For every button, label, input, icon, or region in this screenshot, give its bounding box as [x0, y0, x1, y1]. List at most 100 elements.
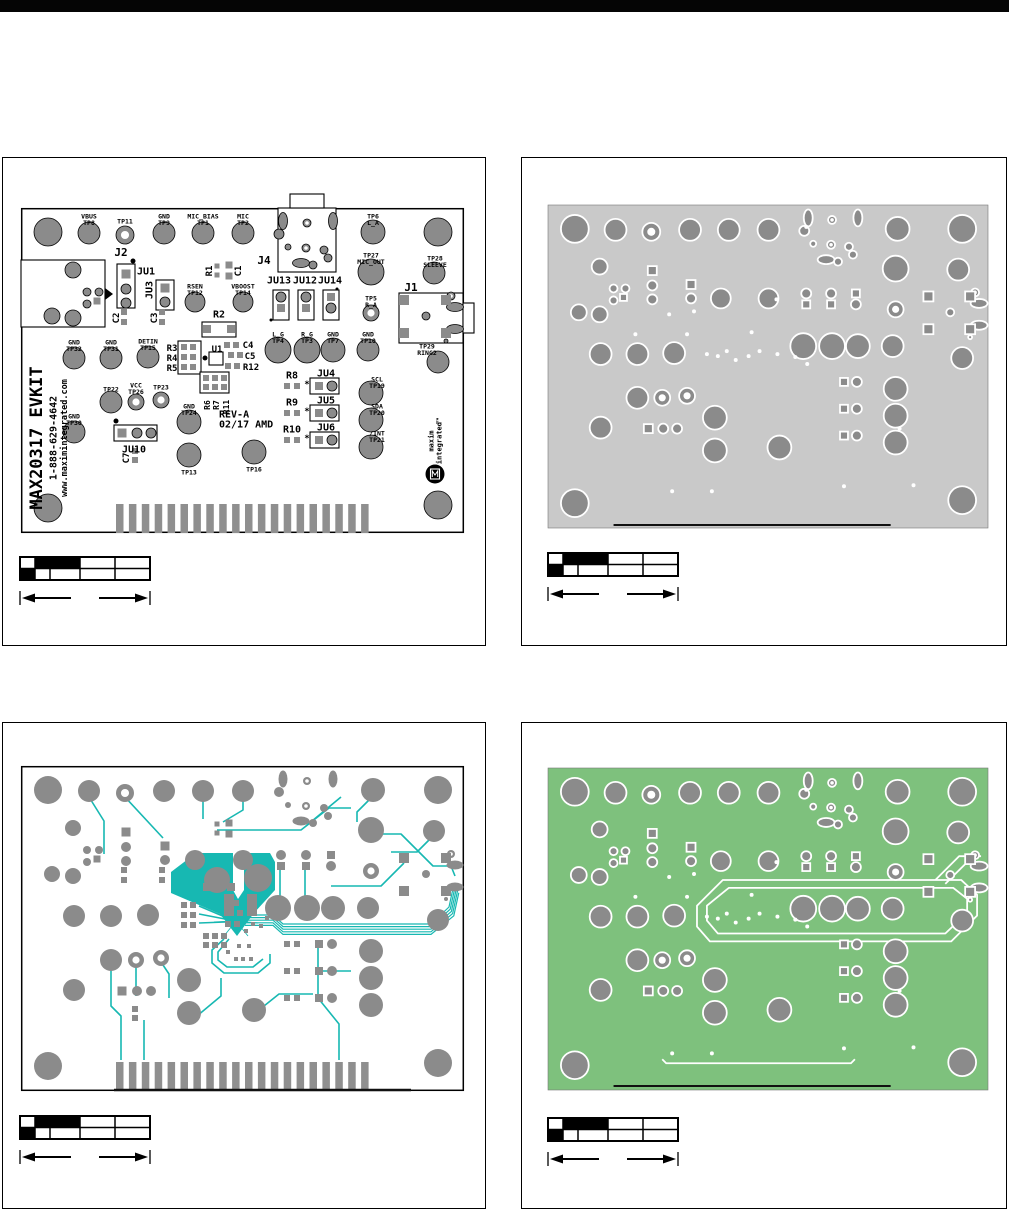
pad-square	[302, 862, 310, 870]
pour-smd-pad	[247, 894, 257, 916]
pad-square	[964, 323, 976, 336]
pad-square	[160, 283, 170, 293]
smd-pads-extra	[121, 819, 300, 1021]
edge-connector-finger	[193, 504, 201, 533]
edge-connector-finger	[245, 1062, 253, 1091]
pad-circle	[358, 380, 384, 406]
pad-circle	[625, 904, 650, 929]
via-dot	[685, 894, 690, 899]
pad-square	[227, 325, 235, 333]
pad-square	[259, 924, 263, 928]
pad-square	[121, 827, 131, 837]
edge-connector-finger	[116, 504, 124, 533]
edge-connector-finger	[322, 504, 330, 533]
pad-circle	[608, 283, 619, 294]
pad-circle	[789, 894, 818, 923]
pad-square	[132, 457, 138, 463]
silkscreen-label: TP11	[117, 217, 133, 225]
pad-square	[159, 319, 165, 325]
pad-circle	[947, 777, 977, 807]
pad-circle	[136, 345, 160, 369]
scale-arrows	[19, 1150, 151, 1164]
pad-square	[247, 944, 251, 948]
pad-square	[801, 299, 812, 310]
via-dot	[709, 489, 714, 494]
pad-circle	[62, 346, 86, 370]
pad-circle	[608, 295, 619, 306]
pad-square	[214, 821, 220, 827]
signal-trace	[371, 833, 456, 877]
silkscreen-label: *	[304, 380, 309, 390]
pad-circle	[702, 404, 728, 431]
pad-circle	[422, 261, 446, 285]
pad-circle	[620, 283, 631, 294]
pad-ring-center	[829, 242, 833, 247]
pad-circle	[276, 850, 286, 860]
pad-circle	[662, 903, 686, 928]
edge-connector-finger	[296, 504, 305, 533]
edge-connector-finger	[348, 1062, 356, 1091]
pad-circle	[646, 856, 659, 868]
silkscreen-label: J1	[404, 281, 418, 294]
pad-square	[233, 900, 239, 906]
pad-circle	[232, 780, 254, 802]
pad-circle	[100, 905, 122, 927]
pad-circle	[685, 292, 697, 305]
page-top-bar	[0, 0, 1009, 12]
pad-square	[225, 363, 231, 369]
silkscreen-label: *	[304, 434, 309, 444]
pad-square	[203, 325, 211, 333]
pad-square	[203, 375, 209, 381]
silkscreen-label: R9	[286, 398, 298, 409]
pad-square	[221, 375, 227, 381]
pad-circle	[176, 409, 202, 435]
pad-circle	[678, 780, 702, 805]
pad-square	[284, 968, 290, 974]
silkscreen-label: R8	[286, 371, 298, 382]
pad-circle	[192, 780, 214, 802]
smd-pads	[619, 265, 976, 441]
silkscreen-label: C4	[243, 341, 254, 351]
pad-oval	[802, 771, 814, 791]
pad-circle	[358, 434, 384, 460]
pad-circle	[427, 909, 449, 931]
pad-square	[225, 830, 233, 838]
pad-square	[839, 377, 849, 387]
pad-circle	[319, 245, 329, 255]
pad-square	[221, 933, 227, 939]
pad-circle	[121, 842, 131, 852]
pad-circle	[308, 260, 318, 270]
pad-ring-center	[892, 868, 900, 876]
edge-connector-finger	[283, 1062, 292, 1091]
pad-circle	[422, 870, 430, 878]
edge-connector-finger	[128, 504, 137, 533]
pad-circle	[177, 968, 201, 992]
via-dot	[715, 916, 720, 921]
pad-ring-center	[647, 227, 656, 236]
pad-circle	[233, 850, 253, 870]
drawing-scale-bar	[19, 556, 151, 605]
pad-square	[181, 922, 187, 928]
panel-routing-layer-bottom	[2, 722, 486, 1209]
pad-circle	[357, 897, 379, 919]
pad-square	[237, 910, 243, 916]
edge-connector-finger	[128, 1062, 137, 1091]
via-dot	[670, 1051, 675, 1056]
pour-isolation-outline	[661, 1058, 856, 1065]
pad-square	[234, 957, 238, 961]
via-dot	[757, 349, 762, 354]
pad-circle	[825, 287, 837, 300]
pad-square	[203, 942, 209, 948]
pad-square	[327, 293, 335, 301]
pad-circle	[241, 439, 267, 465]
edge-connector	[116, 504, 369, 533]
pad-square	[284, 383, 290, 389]
pad-square	[315, 382, 323, 390]
via-dot	[775, 352, 780, 357]
pad-square	[159, 867, 165, 873]
pad-circle	[818, 332, 846, 360]
